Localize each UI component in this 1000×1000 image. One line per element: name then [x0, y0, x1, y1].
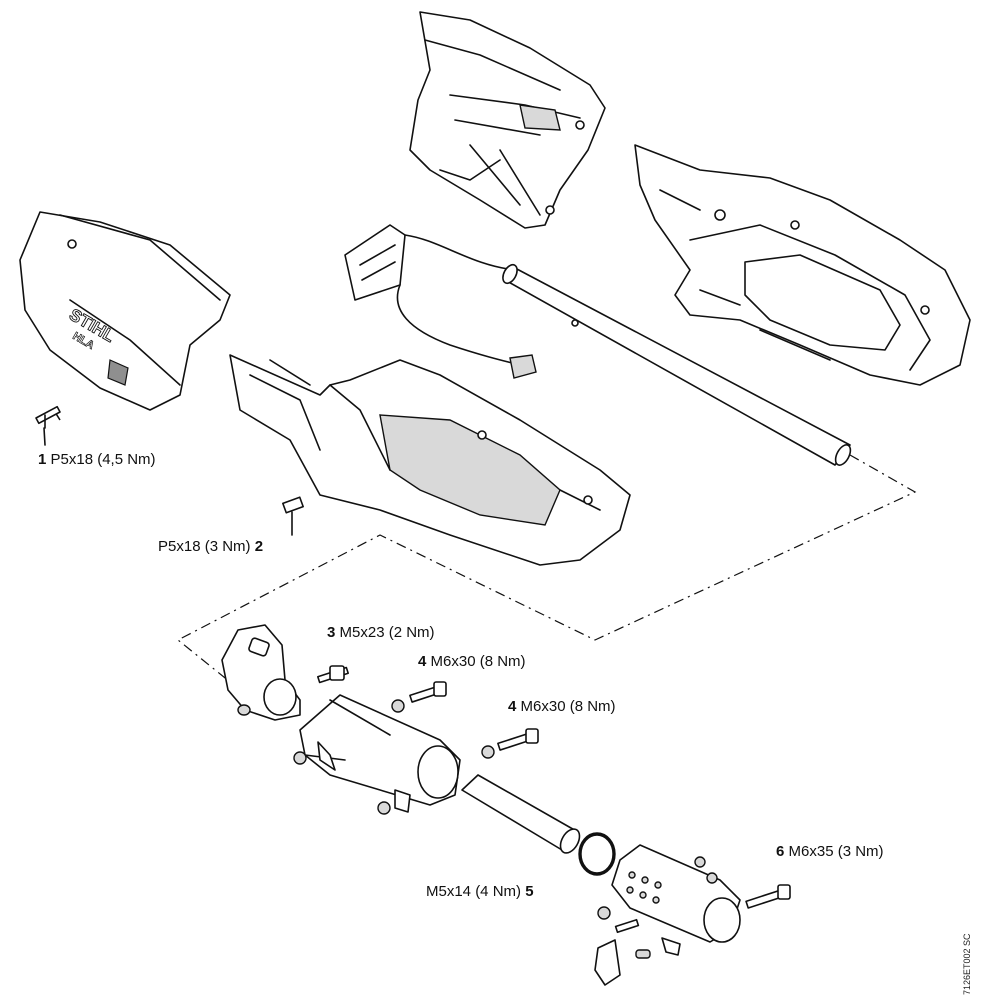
assembly-guide-line	[176, 454, 917, 691]
screw-4a	[409, 681, 447, 703]
screw-6	[745, 884, 791, 909]
callout-6: 6 M6x35 (3 Nm)	[776, 843, 884, 861]
drawing-reference: 7126ET002 SC	[962, 933, 972, 995]
callout-2: P5x18 (3 Nm) 2	[158, 538, 263, 556]
callout-number: 4	[508, 698, 517, 715]
front-cover: STIHL HLA	[19, 211, 231, 411]
callout-number: 2	[254, 538, 264, 555]
callout-number: 6	[776, 843, 785, 860]
callout-spec: M6x30 (8 Nm)	[520, 698, 616, 715]
callout-4a: 4 M6x30 (8 Nm)	[418, 653, 526, 671]
callout-spec: M6x30 (8 Nm)	[430, 653, 526, 670]
callout-number: 5	[525, 883, 534, 900]
callout-number: 4	[418, 653, 427, 670]
motor-housing	[229, 354, 631, 566]
callout-spec: M5x14 (4 Nm)	[426, 883, 522, 900]
callout-spec: P5x18 (4,5 Nm)	[50, 451, 156, 468]
clamp-sleeve	[299, 694, 461, 813]
gear-head-tube	[611, 844, 741, 943]
shaft-tube-long	[502, 263, 852, 466]
screw-1	[35, 405, 61, 446]
callout-spec: M6x35 (3 Nm)	[788, 843, 884, 860]
upper-housing-shell	[409, 11, 606, 229]
callout-1: 1 P5x18 (4,5 Nm)	[38, 451, 156, 469]
wiring-harness	[344, 224, 537, 379]
callout-spec: P5x18 (3 Nm)	[158, 538, 251, 555]
callout-5: M5x14 (4 Nm) 5	[426, 883, 534, 901]
nuts	[293, 699, 495, 815]
clamp-bracket	[221, 624, 301, 721]
handle-housing-shell	[634, 144, 971, 386]
callout-3: 3 M5x23 (2 Nm)	[327, 624, 435, 642]
screw-3	[317, 665, 349, 684]
small-parts	[594, 856, 718, 986]
o-ring	[578, 832, 616, 876]
callout-number: 3	[327, 624, 336, 641]
screw-2	[282, 496, 304, 536]
screw-5	[597, 906, 640, 934]
callout-4b: 4 M6x30 (8 Nm)	[508, 698, 616, 716]
callout-number: 1	[38, 451, 47, 468]
screw-4b	[497, 728, 539, 751]
callout-spec: M5x23 (2 Nm)	[339, 624, 435, 641]
shaft-tube-short	[461, 774, 581, 854]
